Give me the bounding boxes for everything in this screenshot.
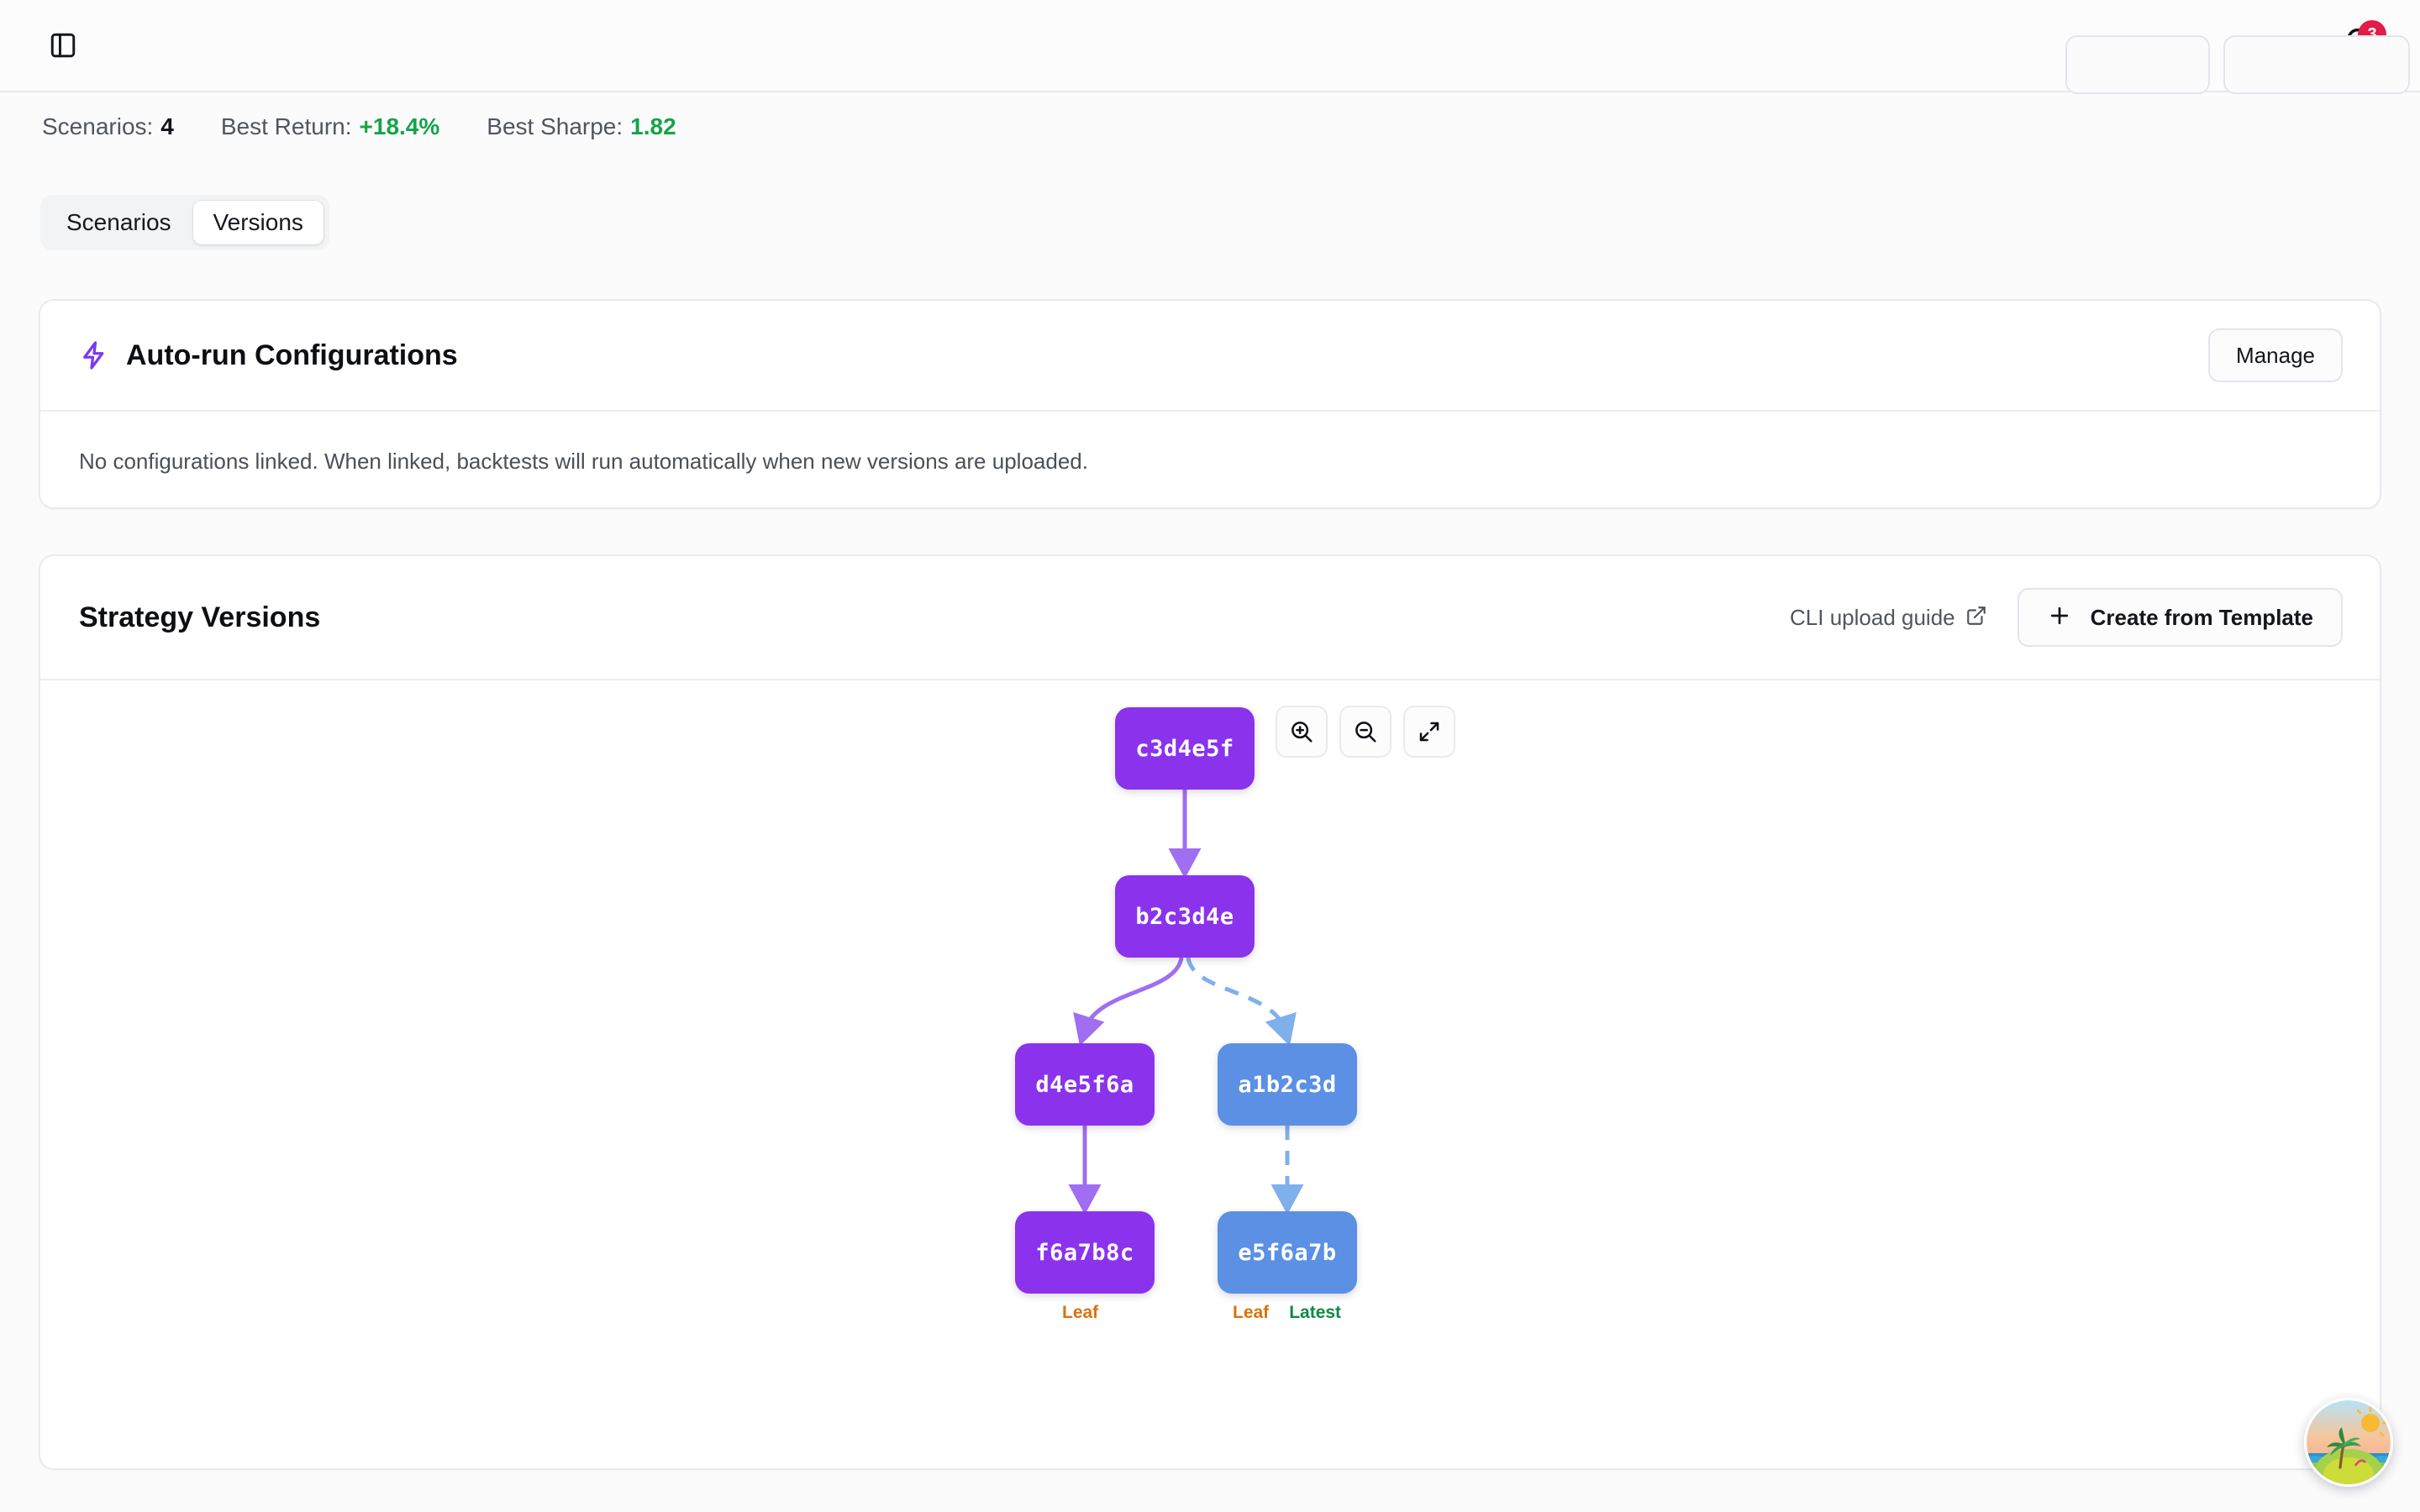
- zoom-out-button[interactable]: [1339, 706, 1392, 758]
- tab-versions[interactable]: Versions: [192, 201, 324, 244]
- sidebar-panel-icon[interactable]: [44, 26, 82, 65]
- version-node-b2c3d4e[interactable]: b2c3d4e: [1115, 875, 1255, 958]
- edge-b2c3d4e-a1b2c3d: [1186, 957, 1297, 1047]
- strategy-versions-title: Strategy Versions: [79, 601, 321, 633]
- stat-best-sharpe: Best Sharpe: 1.82: [487, 115, 676, 139]
- stat-scenarios-label: Scenarios:: [42, 113, 154, 139]
- version-node-c3d4e5f[interactable]: c3d4e5f: [1115, 707, 1255, 790]
- version-graph-edges: [1068, 790, 1304, 1215]
- summary-stats: Scenarios: 4 Best Return: +18.4% Best Sh…: [42, 115, 676, 139]
- version-node-f6a7b8c[interactable]: f6a7b8c: [1015, 1211, 1155, 1294]
- scrolled-action-button-2[interactable]: [2223, 35, 2410, 94]
- strategy-versions-actions: CLI upload guide: [1790, 588, 2343, 647]
- tropical-island-avatar[interactable]: [2304, 1398, 2393, 1487]
- create-from-template-label: Create from Template: [2090, 605, 2313, 630]
- node-badges-e5f6a7b: Leaf Latest: [1233, 1304, 1341, 1321]
- scrolled-action-button-1[interactable]: [2065, 35, 2210, 94]
- strategy-versions-card: Strategy Versions CLI upload guide: [39, 554, 2381, 1470]
- version-node-a1b2c3d[interactable]: a1b2c3d: [1218, 1043, 1357, 1126]
- auto-run-configurations-card: Auto-run Configurations Manage No config…: [39, 299, 2381, 509]
- stat-best-return-value: +18.4%: [359, 113, 440, 139]
- version-node-d4e5f6a[interactable]: d4e5f6a: [1015, 1043, 1155, 1126]
- version-graph-canvas[interactable]: c3d4e5f b2c3d4e d4e5f6a a1b2c3d f6a7b8c …: [40, 680, 2380, 1468]
- version-node-e5f6a7b[interactable]: e5f6a7b: [1218, 1211, 1357, 1294]
- manage-button[interactable]: Manage: [2208, 328, 2343, 382]
- stat-best-return-label: Best Return:: [220, 113, 352, 139]
- view-tabs: Scenarios Versions: [40, 195, 329, 250]
- zoom-out-icon: [1353, 719, 1378, 744]
- zoom-in-icon: [1289, 719, 1314, 744]
- stat-best-sharpe-label: Best Sharpe:: [487, 113, 623, 139]
- status-badge-leaf: Leaf: [1062, 1303, 1099, 1322]
- tab-scenarios[interactable]: Scenarios: [46, 201, 192, 244]
- plus-icon: [2047, 603, 2072, 632]
- node-badges-f6a7b8c: Leaf: [1062, 1304, 1098, 1321]
- external-link-icon: [1965, 605, 1987, 630]
- strategy-versions-header: Strategy Versions CLI upload guide: [40, 556, 2380, 680]
- create-from-template-button[interactable]: Create from Template: [2017, 588, 2343, 647]
- auto-run-title-group: Auto-run Configurations: [79, 340, 458, 370]
- expand-arrows-icon: [1417, 719, 1442, 744]
- lightning-bolt-icon: [79, 340, 109, 370]
- stat-best-sharpe-value: 1.82: [630, 113, 676, 139]
- cli-upload-guide-label: CLI upload guide: [1790, 605, 1955, 630]
- status-badge-leaf: Leaf: [1233, 1303, 1270, 1322]
- stat-scenarios: Scenarios: 4: [42, 115, 174, 139]
- edge-b2c3d4e-d4e5f6a: [1073, 957, 1184, 1047]
- graph-toolbar: [1276, 706, 1455, 758]
- auto-run-empty-state-text: No configurations linked. When linked, b…: [79, 449, 1088, 474]
- cli-upload-guide-link[interactable]: CLI upload guide: [1790, 605, 1987, 630]
- stat-scenarios-value: 4: [160, 113, 174, 139]
- top-bar: 3: [0, 0, 2420, 92]
- stat-best-return: Best Return: +18.4%: [221, 115, 439, 139]
- fit-view-button[interactable]: [1403, 706, 1455, 758]
- zoom-in-button[interactable]: [1276, 706, 1328, 758]
- auto-run-card-header: Auto-run Configurations Manage: [40, 301, 2380, 412]
- auto-run-card-title: Auto-run Configurations: [126, 339, 458, 371]
- status-badge-latest: Latest: [1289, 1303, 1342, 1322]
